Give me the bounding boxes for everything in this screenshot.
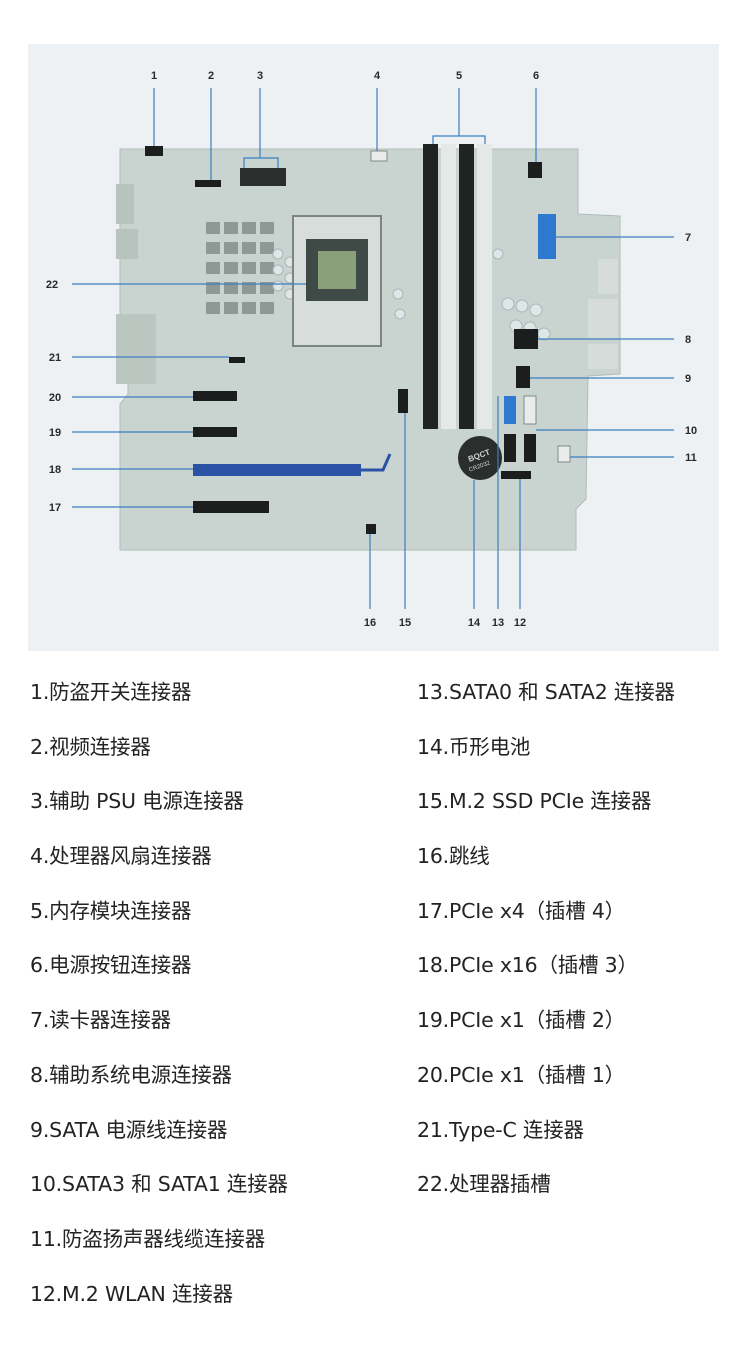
legend-item-4: 4.处理器风扇连接器 [30,844,212,869]
callout-number-20: 20 [49,392,61,404]
rear-io-2 [116,229,138,259]
callout-number-17: 17 [49,502,61,514]
right-io-2 [588,299,618,339]
callout-number-4: 4 [374,70,381,82]
legend-item-19: 19.PCIe x1（插槽 2） [417,1008,625,1033]
speaker-connector [557,445,571,463]
callout-number-16: 16 [364,617,376,629]
rear-io-1 [116,184,134,224]
m2-ssd-connector [398,389,408,413]
legend-column-right: 13.SATA0 和 SATA2 连接器 14.币形电池 15.M.2 SSD … [417,672,747,1219]
legend-item-15: 15.M.2 SSD PCIe 连接器 [417,789,652,814]
legend-item-2: 2.视频连接器 [30,734,151,759]
board-outline [119,148,621,551]
legend-item-8: 8.辅助系统电源连接器 [30,1062,232,1087]
legend-item-11: 11.防盗扬声器线缆连接器 [30,1226,266,1251]
callout-number-10: 10 [685,425,697,437]
callout-number-3: 3 [257,70,263,82]
legend: 1.防盗开关连接器 2.视频连接器 3.辅助 PSU 电源连接器 4.处理器风扇… [0,672,750,1332]
cpu-socket-pins [318,251,356,289]
legend-item-14: 14.币形电池 [417,734,531,759]
legend-item-17: 17.PCIe x4（插槽 4） [417,898,625,923]
callout-number-2: 2 [208,70,214,82]
legend-item-12: 12.M.2 WLAN 连接器 [30,1281,233,1306]
callout-line-3 [243,88,261,168]
legend-item-9: 9.SATA 电源线连接器 [30,1117,228,1142]
aux-psu-connector [240,168,286,186]
card-reader-connector [538,214,556,259]
video-connector [195,180,221,187]
callout-number-1: 1 [151,70,157,82]
callout-number-21: 21 [49,352,61,364]
callout-number-15: 15 [399,617,411,629]
callout-number-9: 9 [685,373,691,385]
callout-number-5: 5 [456,70,462,82]
callout-number-19: 19 [49,427,61,439]
sata0-connector [504,396,516,424]
aux-system-power-connector [514,329,538,349]
callout-line-5 [432,135,486,144]
pcie-x4-slot-4 [193,501,269,513]
legend-item-22: 22.处理器插槽 [417,1172,551,1197]
intrusion-connector [145,146,163,156]
legend-item-21: 21.Type-C 连接器 [417,1117,584,1142]
cpu-fan-connector [370,150,388,162]
legend-item-5: 5.内存模块连接器 [30,898,192,923]
right-io-1 [598,259,618,294]
dimm-slot-2 [441,144,456,429]
type-c-connector [229,357,245,363]
callout-number-22: 22 [46,279,58,291]
dimm-slot-3 [459,144,474,429]
callout-number-7: 7 [685,232,691,244]
legend-item-1: 1.防盗开关连接器 [30,680,192,704]
right-io-3 [588,344,618,369]
sata2-connector [504,434,516,462]
pcie-x1-slot-2 [193,427,237,437]
power-button-connector [528,162,542,178]
callout-number-14: 14 [468,617,481,629]
callout-number-13: 13 [492,617,504,629]
callout-number-8: 8 [685,334,691,346]
pcie-x1-slot-1 [193,391,237,401]
m2-wlan-connector [501,471,531,479]
rear-io-3 [116,314,156,384]
pcie-x16-slot-3 [193,464,361,476]
callout-number-18: 18 [49,464,61,476]
callout-number-6: 6 [533,70,539,82]
jumper [366,524,376,534]
legend-item-10: 10.SATA3 和 SATA1 连接器 [30,1172,288,1197]
legend-item-20: 20.PCIe x1（插槽 1） [417,1062,625,1087]
legend-column-left: 1.防盗开关连接器 2.视频连接器 3.辅助 PSU 电源连接器 4.处理器风扇… [30,672,410,1328]
coin-battery [458,436,502,480]
legend-item-3: 3.辅助 PSU 电源连接器 [30,789,244,814]
callout-number-12: 12 [514,617,526,629]
callout-lines [72,88,674,609]
dimm-slot-1 [423,144,438,429]
vrm-chokes [206,222,274,314]
sata-power-connector [516,366,530,388]
legend-item-13: 13.SATA0 和 SATA2 连接器 [417,680,675,704]
legend-item-18: 18.PCIe x16（插槽 3） [417,953,638,978]
sata1-connector [524,434,536,462]
callout-line-3 [260,157,279,168]
dimm-slot-4 [477,144,492,429]
callout-number-11: 11 [685,452,697,464]
sata3-connector [523,395,537,425]
pcie-x16-latch [361,453,392,472]
legend-item-16: 16.跳线 [417,844,490,869]
legend-item-7: 7.读卡器连接器 [30,1008,171,1033]
legend-item-6: 6.电源按钮连接器 [30,953,192,978]
